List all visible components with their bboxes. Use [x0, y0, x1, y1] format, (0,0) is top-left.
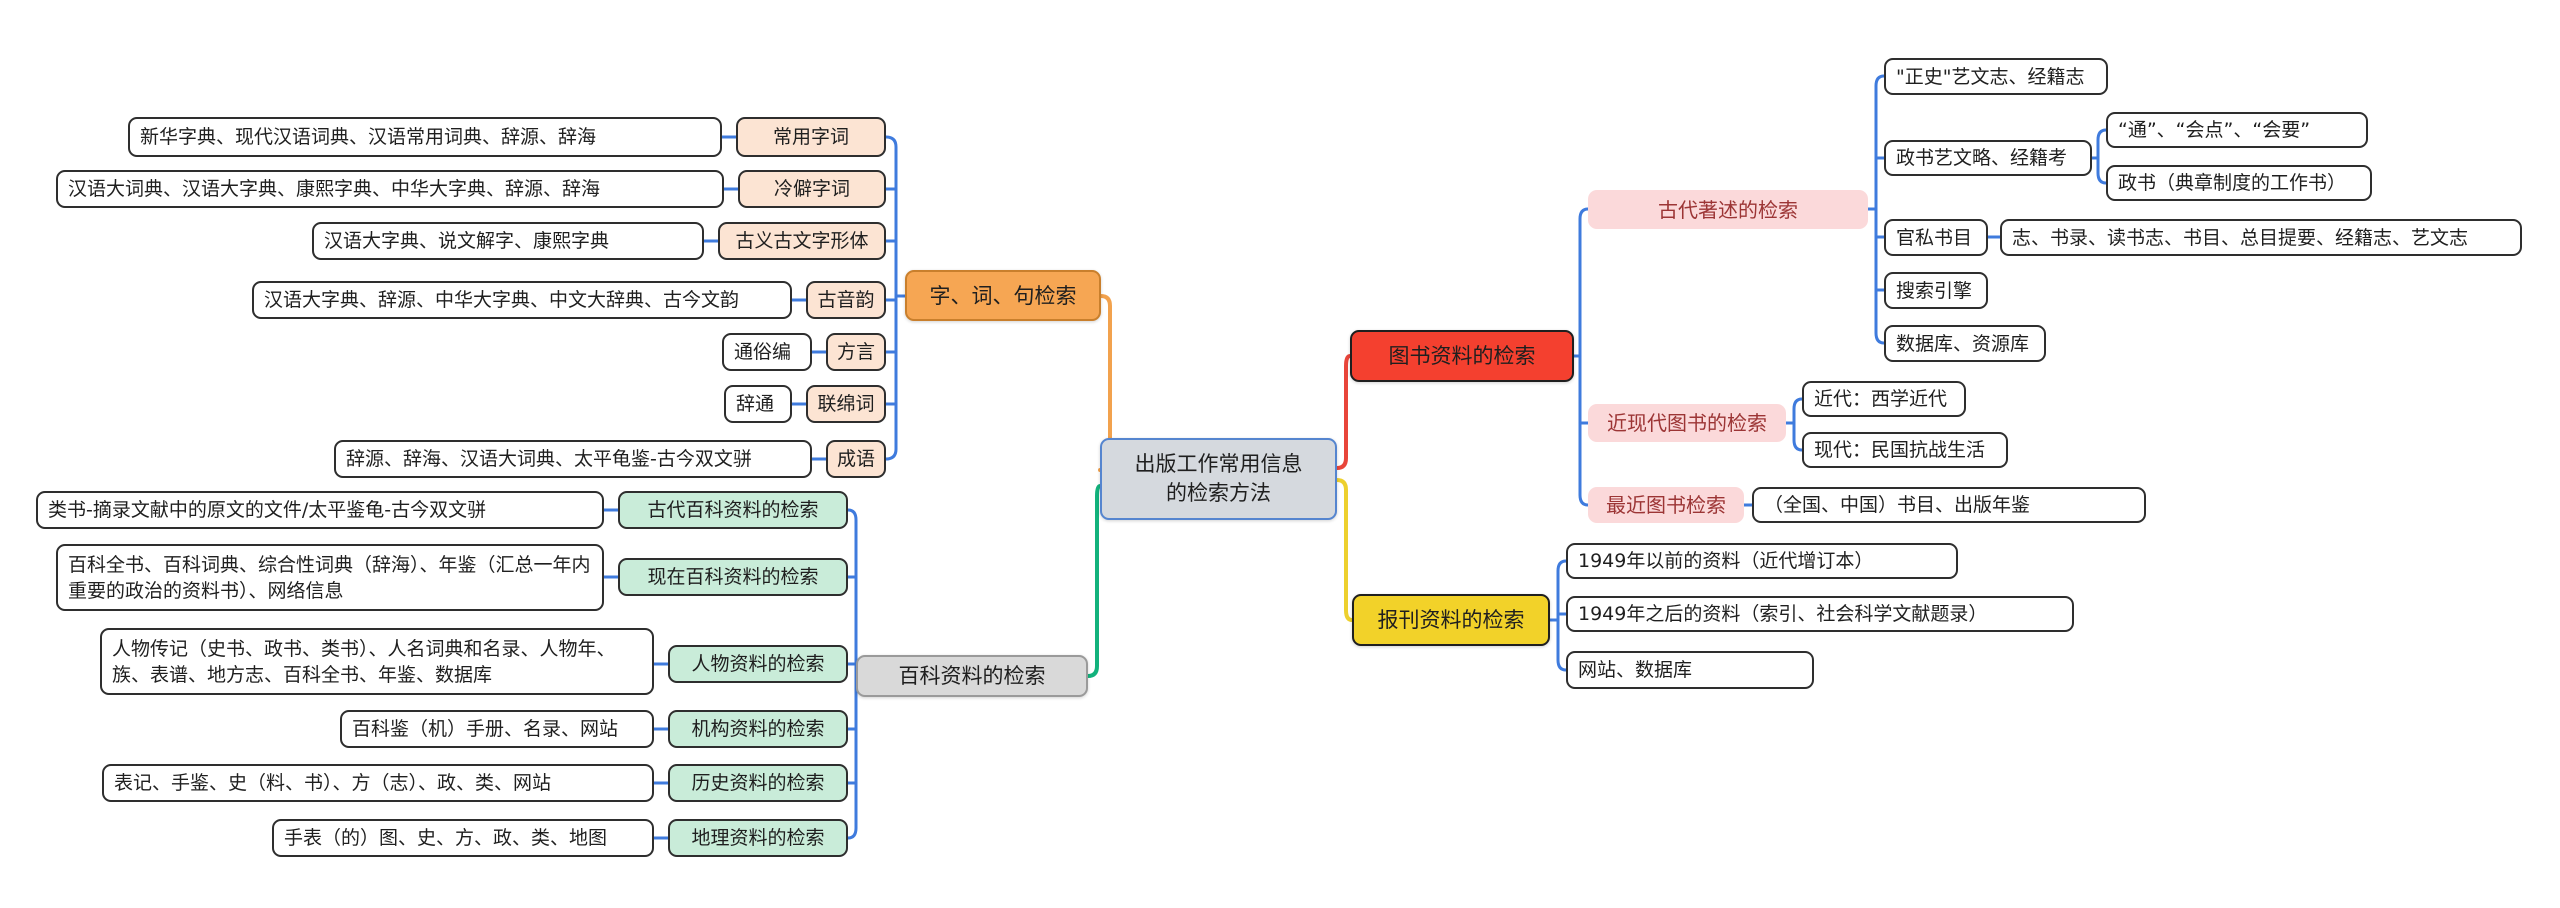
leaf-official-private-catalogs[interactable]: 官私书目: [1884, 219, 1988, 256]
leaf-ancient-encyclopedia-sources[interactable]: 类书-摘录文献中的原文的文件/太平鉴龟-古今双文骈: [36, 491, 604, 529]
leaf-organization-sources[interactable]: 百科鉴（机）手册、名录、网站: [340, 710, 654, 748]
leaf-search-engines[interactable]: 搜索引擎: [1884, 272, 1988, 309]
leaf-national-bibliography-yearbook[interactable]: （全国、中国）书目、出版年鉴: [1752, 487, 2146, 523]
leaf-rare-words-sources[interactable]: 汉语大词典、汉语大字典、康熙字典、中华大字典、辞源、辞海: [56, 170, 724, 208]
label-ancient-glyphs[interactable]: 古义古文字形体: [718, 222, 886, 260]
center-topic-line1: 出版工作常用信息: [1134, 452, 1303, 476]
leaf-ancient-glyphs-sources[interactable]: 汉语大字典、说文解字、康熙字典: [312, 222, 704, 260]
leaf-pre-1949-materials[interactable]: 1949年以前的资料（近代增订本）: [1566, 543, 1958, 579]
label-common-words[interactable]: 常用字词: [736, 117, 886, 157]
label-rare-words[interactable]: 冷僻字词: [738, 170, 886, 208]
center-topic-line2: 的检索方法: [1166, 481, 1271, 505]
label-modern-books-search[interactable]: 近现代图书的检索: [1588, 404, 1786, 442]
label-ancient-phonology[interactable]: 古音韵: [806, 281, 886, 319]
leaf-geography-sources[interactable]: 手表（的）图、史、方、政、类、地图: [272, 819, 654, 857]
leaf-official-history-bibliographies[interactable]: "正史"艺文志、经籍志: [1884, 58, 2108, 95]
branch-book-materials-node[interactable]: 图书资料的检索: [1350, 330, 1574, 382]
label-ancient-encyclopedia[interactable]: 古代百科资料的检索: [618, 491, 848, 529]
leaf-websites-databases[interactable]: 网站、数据库: [1566, 651, 1814, 689]
leaf-dialect-sources[interactable]: 通俗编: [722, 333, 812, 371]
label-ancient-writings-search[interactable]: 古代著述的检索: [1588, 190, 1868, 229]
leaf-binome-sources[interactable]: 辞通: [724, 385, 792, 423]
leaf-current-encyclopedia-sources[interactable]: 百科全书、百科词典、综合性词典（辞海）、年鉴（汇总一年内重要的政治的资料书）、网…: [56, 544, 604, 611]
leaf-zhengshu-definition[interactable]: 政书（典章制度的工作书）: [2106, 165, 2372, 201]
branch-periodicals-node[interactable]: 报刊资料的检索: [1352, 594, 1550, 646]
label-history-search[interactable]: 历史资料的检索: [668, 764, 848, 802]
label-binome-words[interactable]: 联绵词: [806, 385, 886, 423]
leaf-catalog-types[interactable]: 志、书录、读书志、书目、总目提要、经籍志、艺文志: [2000, 219, 2522, 256]
leaf-common-words-sources[interactable]: 新华字典、现代汉语词典、汉语常用词典、辞源、辞海: [128, 117, 722, 157]
leaf-modern-era-western-learning[interactable]: 近代：西学近代: [1802, 381, 1966, 417]
leaf-people-sources[interactable]: 人物传记（史书、政书、类书）、人名词典和名录、人物年、族、表谱、地方志、百科全书…: [100, 628, 654, 695]
branch-word-search-node[interactable]: 字、词、句检索: [905, 270, 1101, 321]
leaf-contemporary-republic-era[interactable]: 现代：民国抗战生活: [1802, 432, 2008, 468]
leaf-idiom-sources[interactable]: 辞源、辞海、汉语大词典、太平龟鉴-古今双文骈: [334, 440, 812, 478]
label-current-encyclopedia[interactable]: 现在百科资料的检索: [618, 558, 848, 596]
leaf-ancient-phonology-sources[interactable]: 汉语大字典、辞源、中华大字典、中文大辞典、古今文韵: [252, 281, 792, 319]
label-organization-search[interactable]: 机构资料的检索: [668, 710, 848, 748]
center-topic-node[interactable]: 出版工作常用信息 的检索方法: [1100, 438, 1337, 520]
branch-encyclopedia-node[interactable]: 百科资料的检索: [856, 655, 1088, 697]
leaf-post-1949-materials[interactable]: 1949年之后的资料（索引、社会科学文献题录）: [1566, 596, 2074, 632]
label-idiom[interactable]: 成语: [826, 440, 886, 478]
leaf-tong-huidian-huiyao[interactable]: “通”、“会点”、“会要”: [2106, 112, 2368, 148]
leaf-zhengshu-bibliographies[interactable]: 政书艺文略、经籍考: [1884, 140, 2092, 176]
leaf-history-sources[interactable]: 表记、手鉴、史（料、书）、方（志）、政、类、网站: [102, 764, 654, 802]
label-recent-books-search[interactable]: 最近图书检索: [1588, 487, 1744, 523]
leaf-databases-repositories[interactable]: 数据库、资源库: [1884, 325, 2046, 362]
label-people-search[interactable]: 人物资料的检索: [668, 645, 848, 683]
label-dialect[interactable]: 方言: [826, 333, 886, 371]
label-geography-search[interactable]: 地理资料的检索: [668, 819, 848, 857]
